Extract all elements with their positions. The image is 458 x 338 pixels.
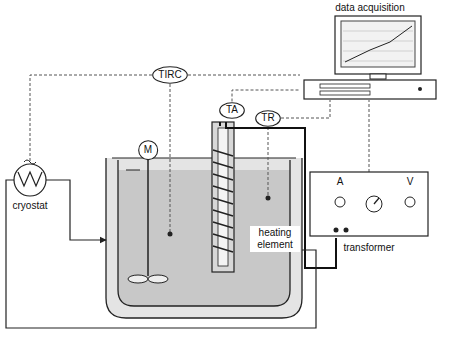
motor-symbol: M (138, 140, 158, 160)
heating-rod (212, 122, 234, 272)
part-label: heating element (250, 226, 300, 252)
node-text: TIRC (158, 69, 181, 81)
signal-line (281, 100, 330, 118)
probe-tip (168, 232, 173, 237)
coolant-line (6, 180, 316, 328)
instrument-bubble: TR (255, 110, 281, 127)
outline (220, 102, 245, 118)
impeller (128, 275, 148, 283)
impeller (148, 275, 168, 283)
meter-label: A (333, 176, 347, 188)
outline (139, 141, 158, 160)
node-text: TA (226, 104, 238, 116)
probe-line (170, 84, 171, 232)
vessel-jacket (106, 158, 302, 318)
instrument-bubble: TA (219, 102, 245, 119)
signal-line (188, 75, 300, 76)
stirrer-shaft (147, 159, 149, 276)
probe-line (268, 127, 269, 196)
controller-bubble: TIRC (152, 66, 188, 84)
control-line (30, 75, 152, 162)
part-label: cryostat (5, 200, 55, 212)
node-text: transformer (310, 242, 428, 254)
computer-drawing (304, 16, 436, 99)
heating-coil (213, 150, 233, 252)
node-text: TR (261, 112, 274, 124)
node-text: M (144, 144, 152, 156)
node-outline (300, 2, 440, 100)
cryostat-symbol (14, 164, 46, 196)
power-wire (219, 122, 221, 126)
coolant-line (46, 180, 106, 240)
meter-label: V (403, 176, 417, 188)
signal-line (232, 90, 300, 102)
node-text: data acquisition (300, 2, 440, 14)
heating-core (218, 128, 228, 266)
probe-tip (266, 196, 271, 201)
heat-exchanger (18, 172, 42, 186)
outline (153, 67, 188, 84)
wave-symbol (24, 160, 36, 164)
transformer-drawing (310, 172, 428, 236)
data-acquisition-computer: data acquisition (300, 2, 440, 100)
signal-line (369, 100, 370, 172)
outline (256, 110, 281, 126)
liquid-level (126, 170, 140, 171)
